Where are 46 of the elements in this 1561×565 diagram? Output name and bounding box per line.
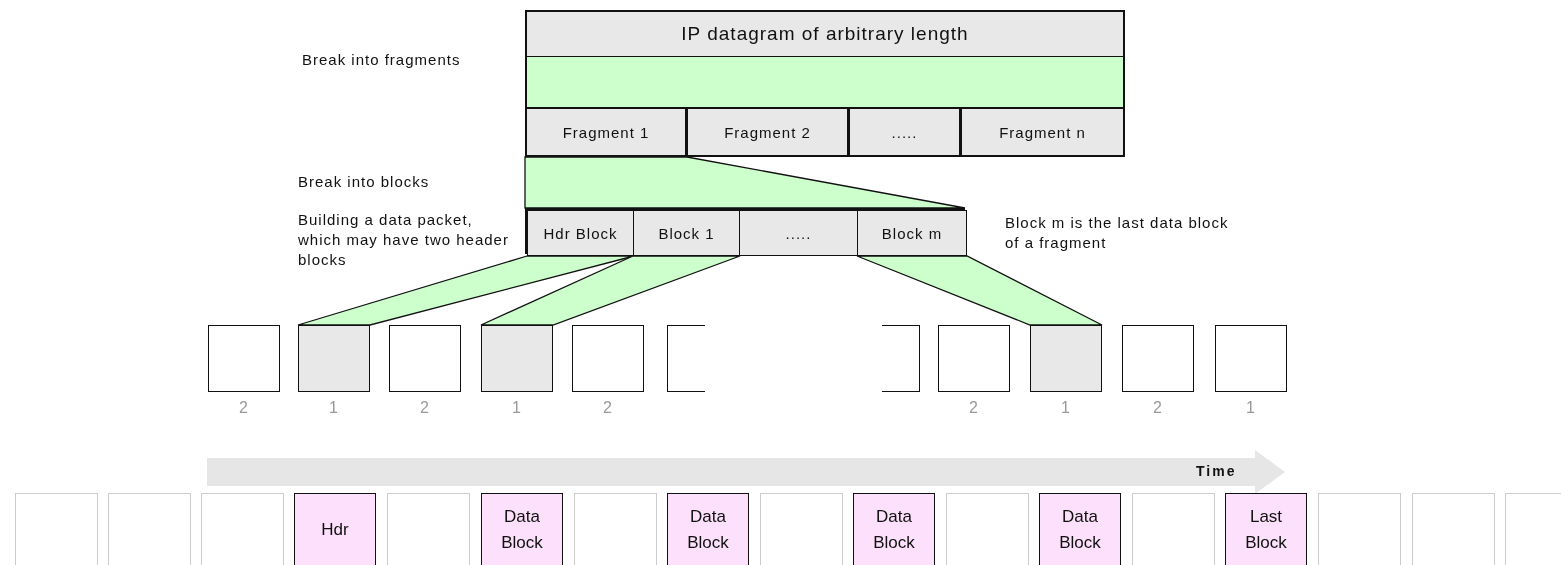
- packet-cell: Data Block: [667, 493, 749, 565]
- expansion-funnel: [524, 156, 966, 209]
- note-text: Break into blocks: [298, 172, 430, 192]
- expansion-funnel: [480, 255, 741, 326]
- packet-cell: Data Block: [853, 493, 935, 565]
- fragment-box: Fragment 2: [686, 107, 849, 157]
- expansion-funnel: [856, 255, 1103, 326]
- slot-number: 1: [1060, 399, 1072, 417]
- block-box: Block m: [857, 210, 967, 256]
- slot-number: 2: [602, 399, 614, 417]
- slot-number: 2: [1152, 399, 1164, 417]
- block-row: [525, 208, 965, 254]
- packet-cell: Last Block: [1225, 493, 1307, 565]
- datagram-header-box: IP datagram of arbitrary length: [525, 10, 1125, 58]
- partial-square: [667, 325, 705, 392]
- fill-band: [525, 57, 1125, 108]
- axis-label: Time: [1196, 462, 1237, 481]
- slot-cell: [574, 493, 657, 565]
- packet-cell: Hdr: [294, 493, 376, 565]
- block-box: Block 1: [633, 210, 740, 256]
- slot-cell: [108, 493, 191, 565]
- slot-number: 1: [1245, 399, 1257, 417]
- slot-cell: [760, 493, 843, 565]
- partial-square: [882, 325, 920, 392]
- fragment-box: Fragment n: [960, 107, 1125, 157]
- slot-number: 1: [328, 399, 340, 417]
- slot-cell: [201, 493, 284, 565]
- slot-number: 2: [419, 399, 431, 417]
- slot-cell: [1412, 493, 1495, 565]
- slot-number: 2: [238, 399, 250, 417]
- slot-cell: [1318, 493, 1401, 565]
- note-text: Building a data packet, which may have two header blocks: [298, 210, 510, 270]
- block-box: .....: [739, 210, 858, 256]
- slot-cell: [1132, 493, 1215, 565]
- block-box: Hdr Block: [527, 210, 634, 256]
- fragment-box: .....: [848, 107, 961, 157]
- slot-cell: [387, 493, 470, 565]
- packet-cell: Data Block: [1039, 493, 1121, 565]
- fragment-box: Fragment 1: [525, 107, 687, 157]
- note-text: Block m is the last data block of a fragment: [1005, 213, 1230, 253]
- slot-cell: [15, 493, 98, 565]
- slot-cell: [946, 493, 1029, 565]
- note-text: Break into fragments: [302, 50, 461, 70]
- packet-cell: Data Block: [481, 493, 563, 565]
- slot-number: 2: [968, 399, 980, 417]
- slot-number: 1: [511, 399, 523, 417]
